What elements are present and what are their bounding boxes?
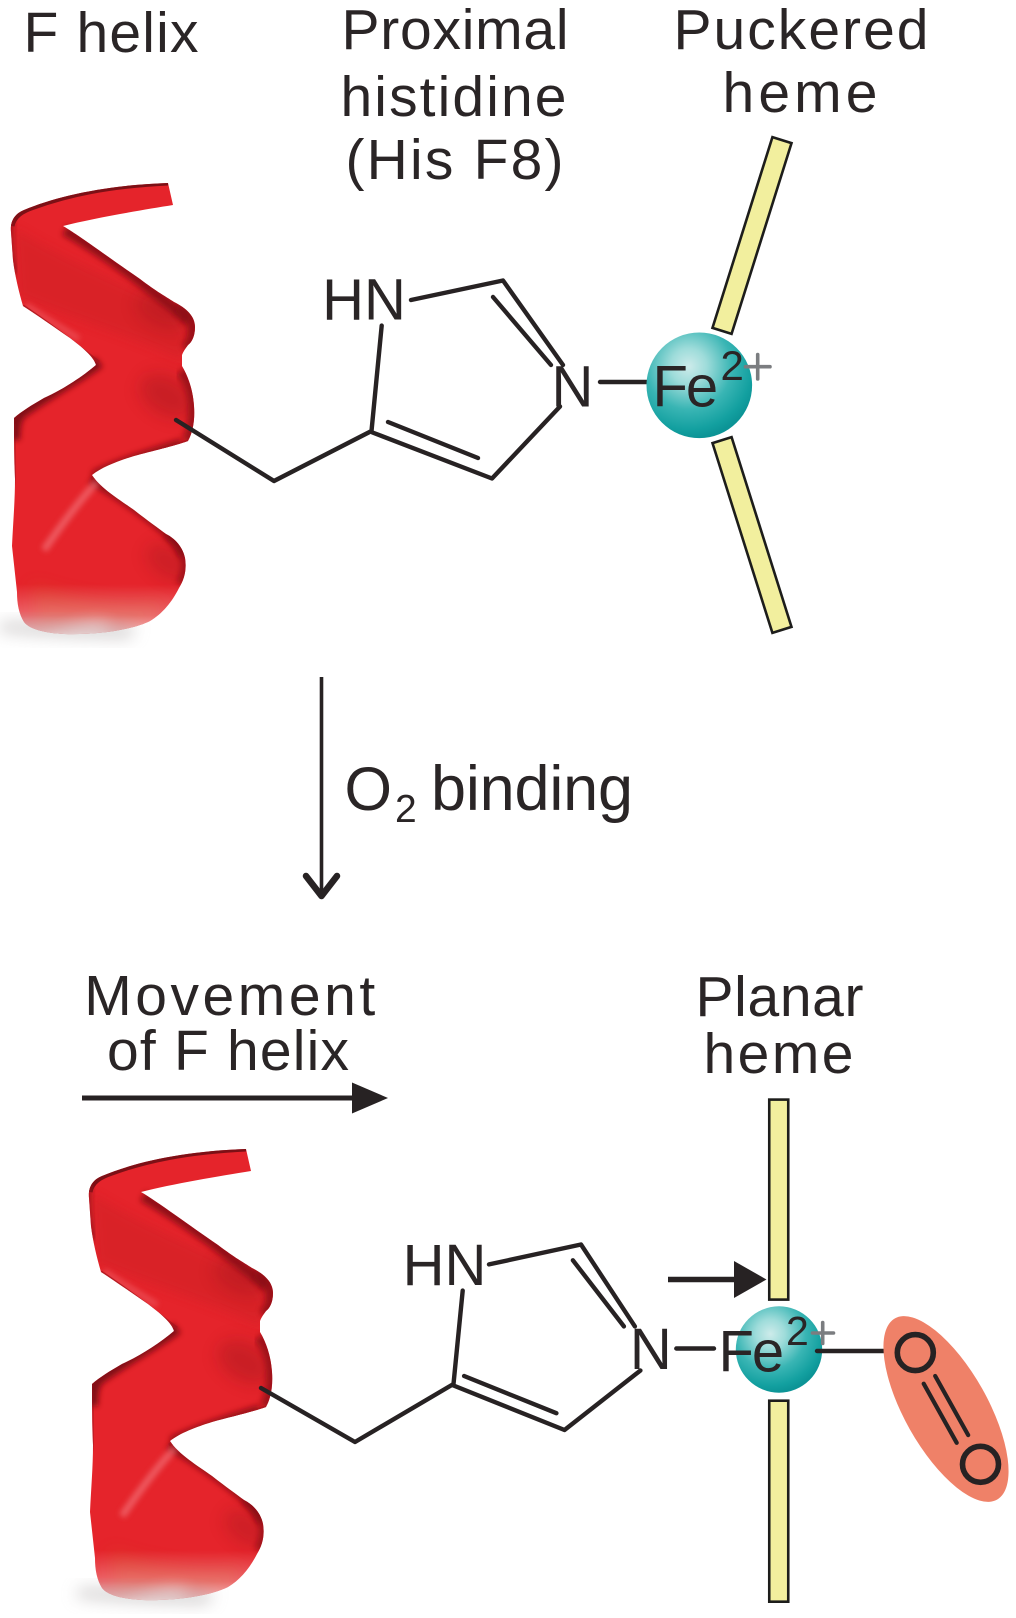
svg-text:heme: heme bbox=[704, 1022, 854, 1086]
svg-text:2: 2 bbox=[721, 342, 744, 389]
svg-text:N: N bbox=[630, 1317, 672, 1382]
svg-text:heme: heme bbox=[723, 61, 878, 125]
svg-text:of F helix: of F helix bbox=[107, 1019, 349, 1083]
svg-text:F helix: F helix bbox=[24, 1, 199, 65]
svg-text:2: 2 bbox=[786, 1308, 809, 1354]
svg-text:histidine: histidine bbox=[341, 65, 567, 129]
svg-text:Fe: Fe bbox=[653, 355, 717, 420]
svg-text:Puckered: Puckered bbox=[674, 0, 929, 62]
svg-text:N: N bbox=[552, 355, 594, 420]
svg-text:Proximal: Proximal bbox=[342, 0, 569, 62]
svg-text:HN: HN bbox=[403, 1233, 487, 1298]
svg-text:Planar: Planar bbox=[696, 965, 864, 1029]
svg-text:2: 2 bbox=[395, 788, 417, 831]
svg-text:Fe: Fe bbox=[719, 1320, 783, 1385]
svg-text:O: O bbox=[345, 755, 392, 823]
svg-text:binding: binding bbox=[431, 754, 633, 824]
svg-text:HN: HN bbox=[322, 268, 406, 333]
svg-text:(His F8): (His F8) bbox=[346, 128, 564, 192]
